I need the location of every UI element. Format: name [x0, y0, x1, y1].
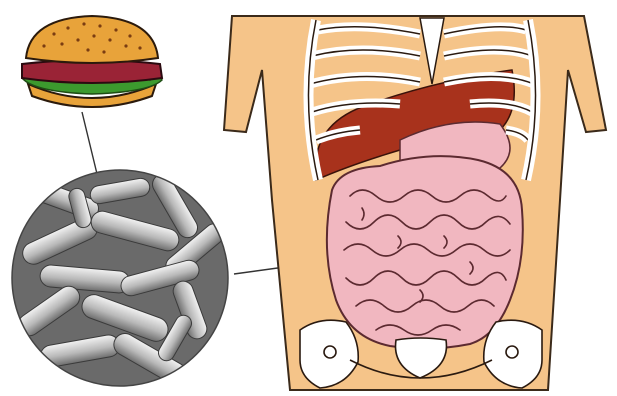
hamburger-illustration [22, 16, 162, 107]
intestines [327, 156, 523, 348]
burger-top-bun [26, 16, 158, 63]
intestine-outline [327, 156, 523, 348]
bacteria-micrograph [10, 168, 230, 389]
leader-line-burger-to-bacteria [82, 112, 98, 178]
bacteria-rods [10, 168, 230, 389]
human-torso-illustration [224, 16, 606, 390]
